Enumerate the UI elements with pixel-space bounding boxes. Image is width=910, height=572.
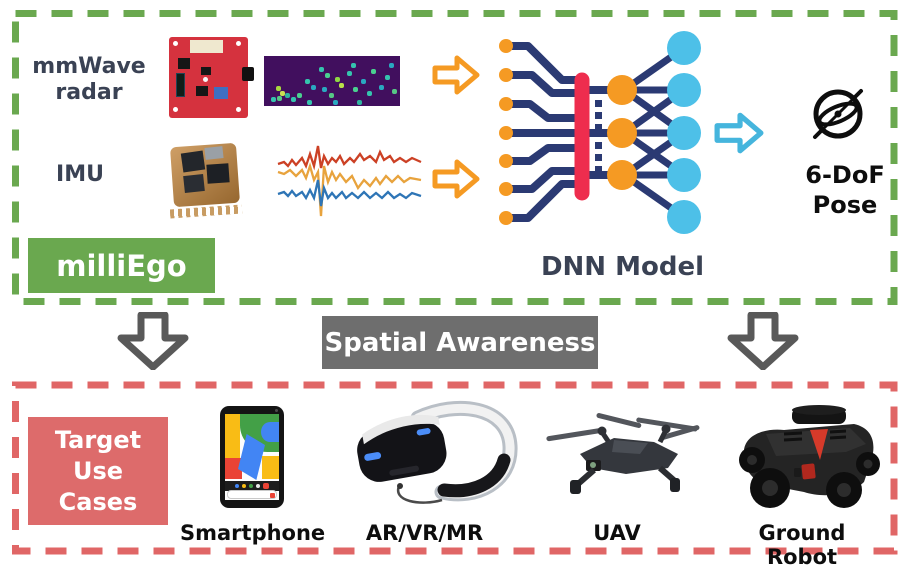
pcb-chip [201, 66, 211, 76]
pipeline-border [12, 10, 898, 305]
milliego-badge: milliEgo [28, 238, 215, 293]
input-label-mmwave-radar: mmWave radar [24, 54, 154, 106]
flow-arrow-icon-imu [432, 159, 480, 199]
dnn-diagram-image [499, 31, 701, 234]
imu-metal-can [204, 146, 224, 160]
use-case-label-arvrmr: AR/VR/MR [365, 521, 484, 545]
spatial-awareness-banner: Spatial Awareness [322, 316, 598, 369]
imu-line1: IMU [56, 162, 104, 187]
imu-waveform-image [277, 145, 422, 217]
mmwave-radar-board-image [169, 37, 254, 118]
target-line2: Use [72, 456, 124, 485]
pcb-chip [195, 85, 208, 97]
pcb-knob [241, 66, 254, 81]
mmwave-line1: mmWave [32, 54, 146, 79]
mmwave-line2: radar [55, 80, 123, 105]
wallpaper-shape [225, 414, 240, 458]
uav-image [546, 413, 700, 494]
phone-camera-dot [275, 409, 278, 412]
flow-arrow-icon-radar [432, 55, 480, 95]
phone-dock-icons [225, 481, 279, 491]
use-case-label-uav: UAV [593, 521, 641, 545]
wallpaper-shape [262, 456, 279, 479]
radar-heatmap-image [264, 56, 400, 106]
pose-line1: 6-DoF [805, 161, 885, 189]
smartphone-image [220, 406, 286, 510]
output-arrow-icon [714, 112, 764, 154]
ground-robot-image [739, 405, 880, 508]
pose-output-label: 6-DoF Pose [786, 160, 904, 220]
use-case-label-ground-robot: Ground Robot [758, 521, 846, 569]
imu-ic [180, 150, 206, 173]
phone-search-icon [270, 493, 275, 498]
pose-line2: Pose [812, 191, 878, 219]
phone-search-bar [227, 490, 277, 499]
target-line1: Target [54, 425, 142, 454]
pcb-blue-component [214, 87, 229, 99]
input-label-imu: IMU [25, 162, 135, 188]
gyroscope-icon [813, 89, 863, 139]
target-line3: Cases [58, 487, 138, 516]
imu-ic [183, 174, 205, 193]
imu-chip-image [166, 140, 246, 219]
pcb-screw-holes [172, 41, 178, 47]
target-use-cases-badge: Target Use Cases [28, 417, 168, 525]
dnn-model-label: DNN Model [540, 252, 705, 282]
pcb-chip [178, 58, 191, 69]
heatmap-points [268, 60, 273, 65]
down-arrow-icon-left [117, 312, 189, 370]
pcb-connector [176, 72, 185, 97]
imu-ic [206, 163, 230, 184]
phone-screen [225, 414, 279, 500]
use-case-label-smartphone: Smartphone [180, 521, 326, 545]
vr-headset-image [357, 400, 518, 504]
use-cases-border [12, 381, 898, 555]
down-arrow-icon-right [727, 312, 799, 370]
wallpaper-shape [261, 422, 279, 442]
pcb-antenna-patch [189, 40, 223, 54]
wallpaper-shape [225, 458, 242, 479]
